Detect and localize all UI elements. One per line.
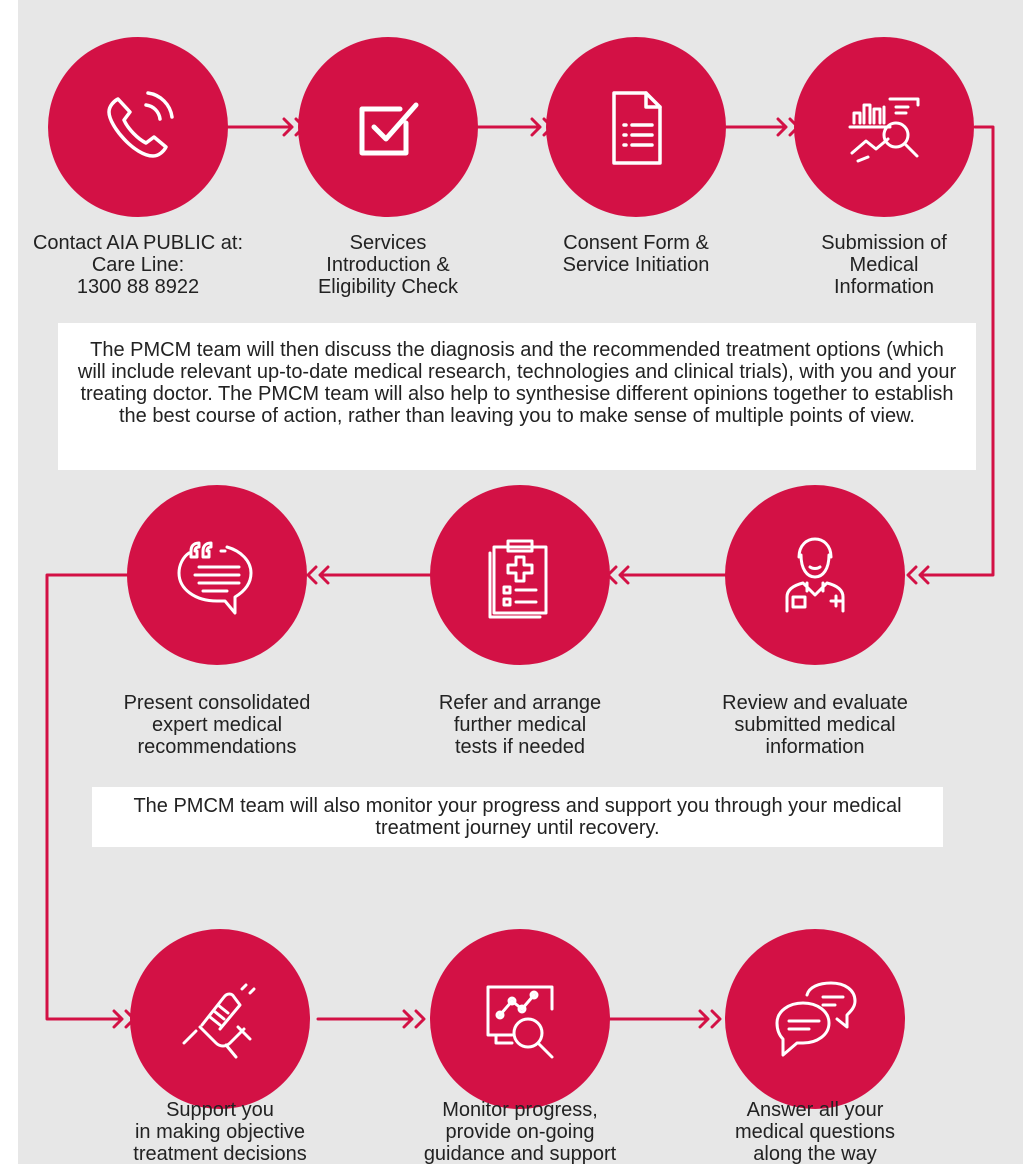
step-submission-circle (794, 37, 974, 217)
quote-bubble-icon (177, 541, 253, 615)
step-monitor-circle (430, 929, 610, 1109)
step-consent-circle (546, 37, 726, 217)
document-icon (612, 91, 662, 165)
step-refer-label: Refer and arrange further medical tests … (438, 692, 602, 758)
step-submission-label: Submission of Medical Information (821, 232, 947, 298)
monitoring-note: The PMCM team will also monitor your pro… (92, 787, 943, 847)
connector-6-7 (306, 565, 434, 585)
discussion-note: The PMCM team will then discuss the diag… (58, 323, 976, 470)
step-answer-label: Answer all your medical questions along … (734, 1099, 896, 1165)
report-analysis-icon (848, 97, 920, 163)
doctor-icon (785, 537, 845, 613)
step-present-circle (127, 485, 307, 665)
connector-9-10 (608, 1009, 722, 1029)
step-support-circle (130, 929, 310, 1109)
step-support-label: Support you in making objective treatmen… (133, 1099, 307, 1165)
step-contact-label: Contact AIA PUBLIC at: Care Line: 1300 8… (32, 232, 244, 298)
checkbox-icon (359, 102, 419, 156)
step-review-label: Review and evaluate submitted medical in… (722, 692, 908, 758)
monitor-search-icon (486, 985, 554, 1059)
step-present-label: Present consolidated expert medical reco… (123, 692, 311, 758)
connector-5-6 (606, 565, 730, 585)
step-eligibility-label: Services Introduction & Eligibility Chec… (317, 232, 459, 298)
connector-3-4 (723, 117, 800, 137)
connector-4-5 (906, 125, 995, 585)
phone-icon (107, 91, 174, 158)
step-review-circle (725, 485, 905, 665)
connector-1-2 (226, 117, 306, 137)
step-monitor-label: Monitor progress, provide on-going guida… (423, 1099, 617, 1165)
step-eligibility-circle (298, 37, 478, 217)
clipboard-icon (488, 539, 548, 619)
connector-8-9 (316, 1009, 426, 1029)
step-consent-label: Consent Form & Service Initiation (562, 232, 710, 276)
chat-bubbles-icon (775, 981, 857, 1057)
step-answer-circle (725, 929, 905, 1109)
handshake-icon (182, 983, 256, 1059)
connector-2-3 (476, 117, 554, 137)
step-contact-circle (48, 37, 228, 217)
step-refer-circle (430, 485, 610, 665)
